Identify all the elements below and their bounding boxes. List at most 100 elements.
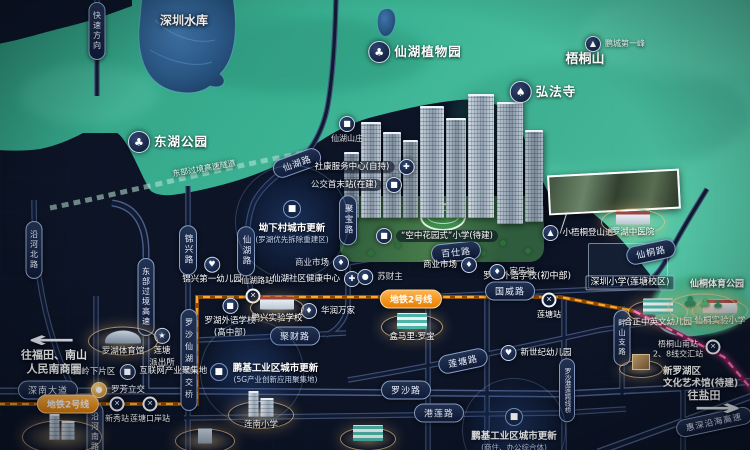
label-line-1: 深圳小学(莲塘校区): [590, 277, 670, 288]
shenzhen-reservoir-label: 深圳水库: [160, 14, 208, 29]
road-pill-label: 深南大道: [27, 386, 69, 397]
pengji-industrial-renewal-5g-zone-content: ■鹏基工业区城市更新(5G产业创新应用聚集地): [209, 360, 319, 385]
xianhu-botanical-garden-label: 仙湖植物园: [394, 44, 462, 60]
tunnel-road: [49, 148, 313, 211]
new-luohu-art-museum-building-structure: [632, 354, 650, 371]
pengji-industrial-renewal-complex-zone-content: ■鹏基工业区城市更新(商住、办公综合体): [471, 407, 557, 450]
label-line-2: 文化艺术馆(待建): [663, 378, 739, 389]
mountain-icon: ▲: [542, 225, 559, 241]
pengcheng-first-peak-label: 鹏城第一峰: [605, 39, 645, 48]
liannan-primary-school-label: 莲南小学: [243, 420, 279, 430]
road-pill-guowei-road: 国威路: [484, 281, 536, 301]
road-pill-luosha-ganglian-flyover: 罗沙港莲跨线桥: [559, 358, 575, 422]
hongfa-temple: ♠弘法寺: [509, 81, 577, 103]
road-pill-label: 畔山支路: [617, 319, 627, 357]
xilingxia-internet-industry-area: 西岭下片区■互联网产业聚集地: [73, 364, 207, 380]
podium-tree: [500, 240, 506, 246]
luofang-interchange: ●罗芳立交: [90, 382, 146, 398]
zone-sub: (商住、办公综合体): [481, 442, 547, 450]
road-pill-luosha-road: 罗沙路: [380, 380, 432, 400]
top-left-land: [0, 0, 60, 43]
east-lake-park: ♣东湖公园: [127, 131, 208, 153]
property-tower-5: [420, 106, 444, 218]
community-health-center: 社康服务中心(自持)✚: [309, 159, 415, 175]
interchange-icon: ●: [90, 382, 107, 398]
road-pill-label: 快速方向: [92, 11, 102, 51]
road-pill-label: 国威路: [494, 287, 526, 298]
xianhu-villa-label: 仙湖山庄: [331, 134, 363, 143]
jinxing-no1-kindergarten: ♥锦兴第一幼儿园: [182, 256, 242, 286]
carrefour-label: 家乐福: [509, 266, 535, 277]
metro-line2-pill-west: 地铁2号线: [36, 394, 100, 414]
road-pill-label: 罗沙港莲跨线桥: [563, 367, 571, 413]
aoxia-village-renewal-zone-text: 坳下村城市更新(罗湖优先拆除重建区): [255, 220, 328, 245]
new-century-kindergarten-label: 新世纪幼儿园: [520, 347, 572, 358]
pengji-industrial-renewal-5g-zone-text: 鹏基工业区城市更新(5G产业创新应用聚集地): [233, 360, 319, 385]
bus-icon: ■: [386, 177, 403, 193]
tree-icon: ♣: [127, 131, 150, 153]
bag-icon: ♦: [489, 264, 506, 280]
xiaowutong-hiking-trail: ▲小梧桐登山道: [542, 225, 614, 241]
station-label: 仙湖路站: [241, 275, 273, 285]
luofang-interchange-label: 罗芳立交: [110, 384, 146, 395]
podium-tree: [525, 248, 531, 254]
pengxing-experimental-school-label: 鹏兴实验学校: [251, 313, 303, 323]
metro-line2-pill-mid: 地铁2号线: [379, 289, 443, 309]
dot-icon: ●: [357, 269, 374, 285]
corner-building-southwest: [22, 413, 102, 450]
luohu-gymnasium: 罗湖体育馆: [88, 326, 158, 356]
building-icon: ■: [282, 199, 301, 218]
label-line-1: 往福田、南山: [21, 348, 87, 362]
xianhu-villa: ■ 仙湖山庄: [331, 116, 363, 144]
road-pill-expressway-direction: 快速方向: [88, 2, 106, 60]
road-pill-label: 港莲路: [423, 409, 455, 420]
property-tower-8: [497, 102, 523, 224]
mountain-icon: ▲: [585, 36, 601, 52]
aoxia-village-renewal-zone-content: ■ 坳下村城市更新(罗湖优先拆除重建区): [255, 199, 329, 245]
heart-icon: ♥: [500, 345, 517, 361]
luohu-foreign-language-senior-label: 罗湖外语学校: [204, 315, 256, 326]
label-line-1: 新罗湖区: [663, 366, 702, 378]
shenzhen-reservoir: [138, 0, 236, 94]
commercial-market-east: 商业市场♦: [422, 257, 478, 273]
road-pill-jinxing-road: 锦兴路: [179, 225, 197, 275]
station-liantang-port: 莲塘口岸站: [130, 414, 170, 424]
temple-icon: ♠: [509, 81, 532, 103]
small-pond: [376, 8, 396, 37]
to-yantian-label: 往盐田: [688, 389, 721, 403]
eastern-transit-tunnel-label: 东部过境高速隧道: [172, 159, 237, 180]
xiantong-sports-park-label: 仙桐体育公园: [690, 279, 744, 290]
road-pill-label: 罗沙仙湖立交桥: [184, 318, 194, 402]
commercial-market-east-label: 商业市场: [422, 259, 458, 270]
pengxing-experimental-school-structure: [260, 296, 294, 310]
label-line-1: 仙桐体育公园: [689, 279, 745, 290]
label-line-2: 人民南商圈: [26, 362, 82, 375]
zone-title: 鹏基工业区城市更新: [471, 430, 557, 442]
liantang-police-station-label: 莲塘: [153, 345, 171, 356]
station-xianhu-road: 仙湖路站: [241, 276, 273, 286]
xiantong-sports-park-trees-structure: ♣♣♣: [683, 292, 723, 312]
bag-icon: ♦: [461, 257, 478, 273]
luohu-tcm-hospital: 罗湖中医院: [601, 208, 665, 237]
hemali-luobao-mall-structure: [397, 313, 427, 330]
cr-vanguard: ♦华润万家: [300, 303, 355, 319]
metro-station-icon: ✕: [541, 292, 557, 308]
station-label: 梧桐山南站: [658, 339, 698, 349]
house-icon: ■: [339, 116, 355, 132]
road-pill-liantang-road: 莲塘路: [436, 346, 490, 376]
label-line-1: 往盐田: [687, 389, 721, 403]
poi-sub-label: 派出所: [149, 357, 175, 368]
metro-pill-label: 地铁2号线: [46, 400, 90, 411]
xiantong-sports-park-trees: ♣♣♣: [668, 292, 738, 323]
label-line-1: 东部过境高速隧道: [171, 158, 237, 179]
carrefour: ♦家乐福: [489, 264, 535, 280]
podium-tree: [480, 250, 486, 256]
podium-tree: [395, 242, 401, 248]
bag-icon: ♦: [333, 255, 350, 271]
podium-tree: [368, 250, 374, 256]
heart-icon: ♥: [203, 256, 220, 273]
school-icon: ■: [221, 297, 238, 314]
road-pill-label: 锦兴路: [183, 234, 193, 266]
road-pill-label: 聚财路: [279, 332, 311, 343]
aoxia-village-renewal-zone: ■ 坳下村城市更新(罗湖优先拆除重建区): [235, 165, 349, 279]
